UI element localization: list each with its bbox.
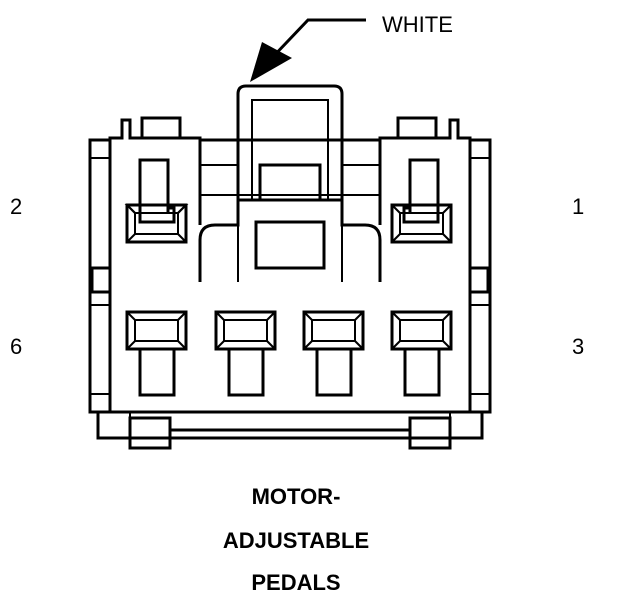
pin-label-2: 2 <box>10 194 22 219</box>
pin-label-3: 3 <box>572 334 584 359</box>
top-bump-right <box>396 116 438 140</box>
cavity-pin-2 <box>124 158 189 244</box>
pin-label-6: 6 <box>10 334 22 359</box>
right-latch-notch <box>468 266 490 294</box>
cavity-pin-6 <box>125 310 188 397</box>
title-line-1: MOTOR- <box>252 484 341 509</box>
top-bump-left <box>140 116 182 140</box>
connector-body <box>88 84 492 450</box>
bottom-foot-right <box>408 416 452 450</box>
bottom-foot-left <box>128 416 172 450</box>
title-line-3: PEDALS <box>251 570 340 595</box>
cavity-pin-4 <box>302 310 365 397</box>
locking-latch <box>236 84 344 200</box>
lock-window <box>254 220 326 270</box>
lock-window-frame <box>198 198 382 282</box>
callout-label-white: WHITE <box>382 12 453 37</box>
bottom-rail <box>96 410 484 440</box>
cavity-pin-5 <box>214 310 277 397</box>
callout-arrow <box>250 18 366 82</box>
left-latch-notch <box>90 266 112 294</box>
title-line-2: ADJUSTABLE <box>223 528 369 553</box>
cavity-pin-1 <box>390 158 453 244</box>
pin-label-1: 1 <box>572 194 584 219</box>
cavity-pin-3 <box>390 310 453 397</box>
